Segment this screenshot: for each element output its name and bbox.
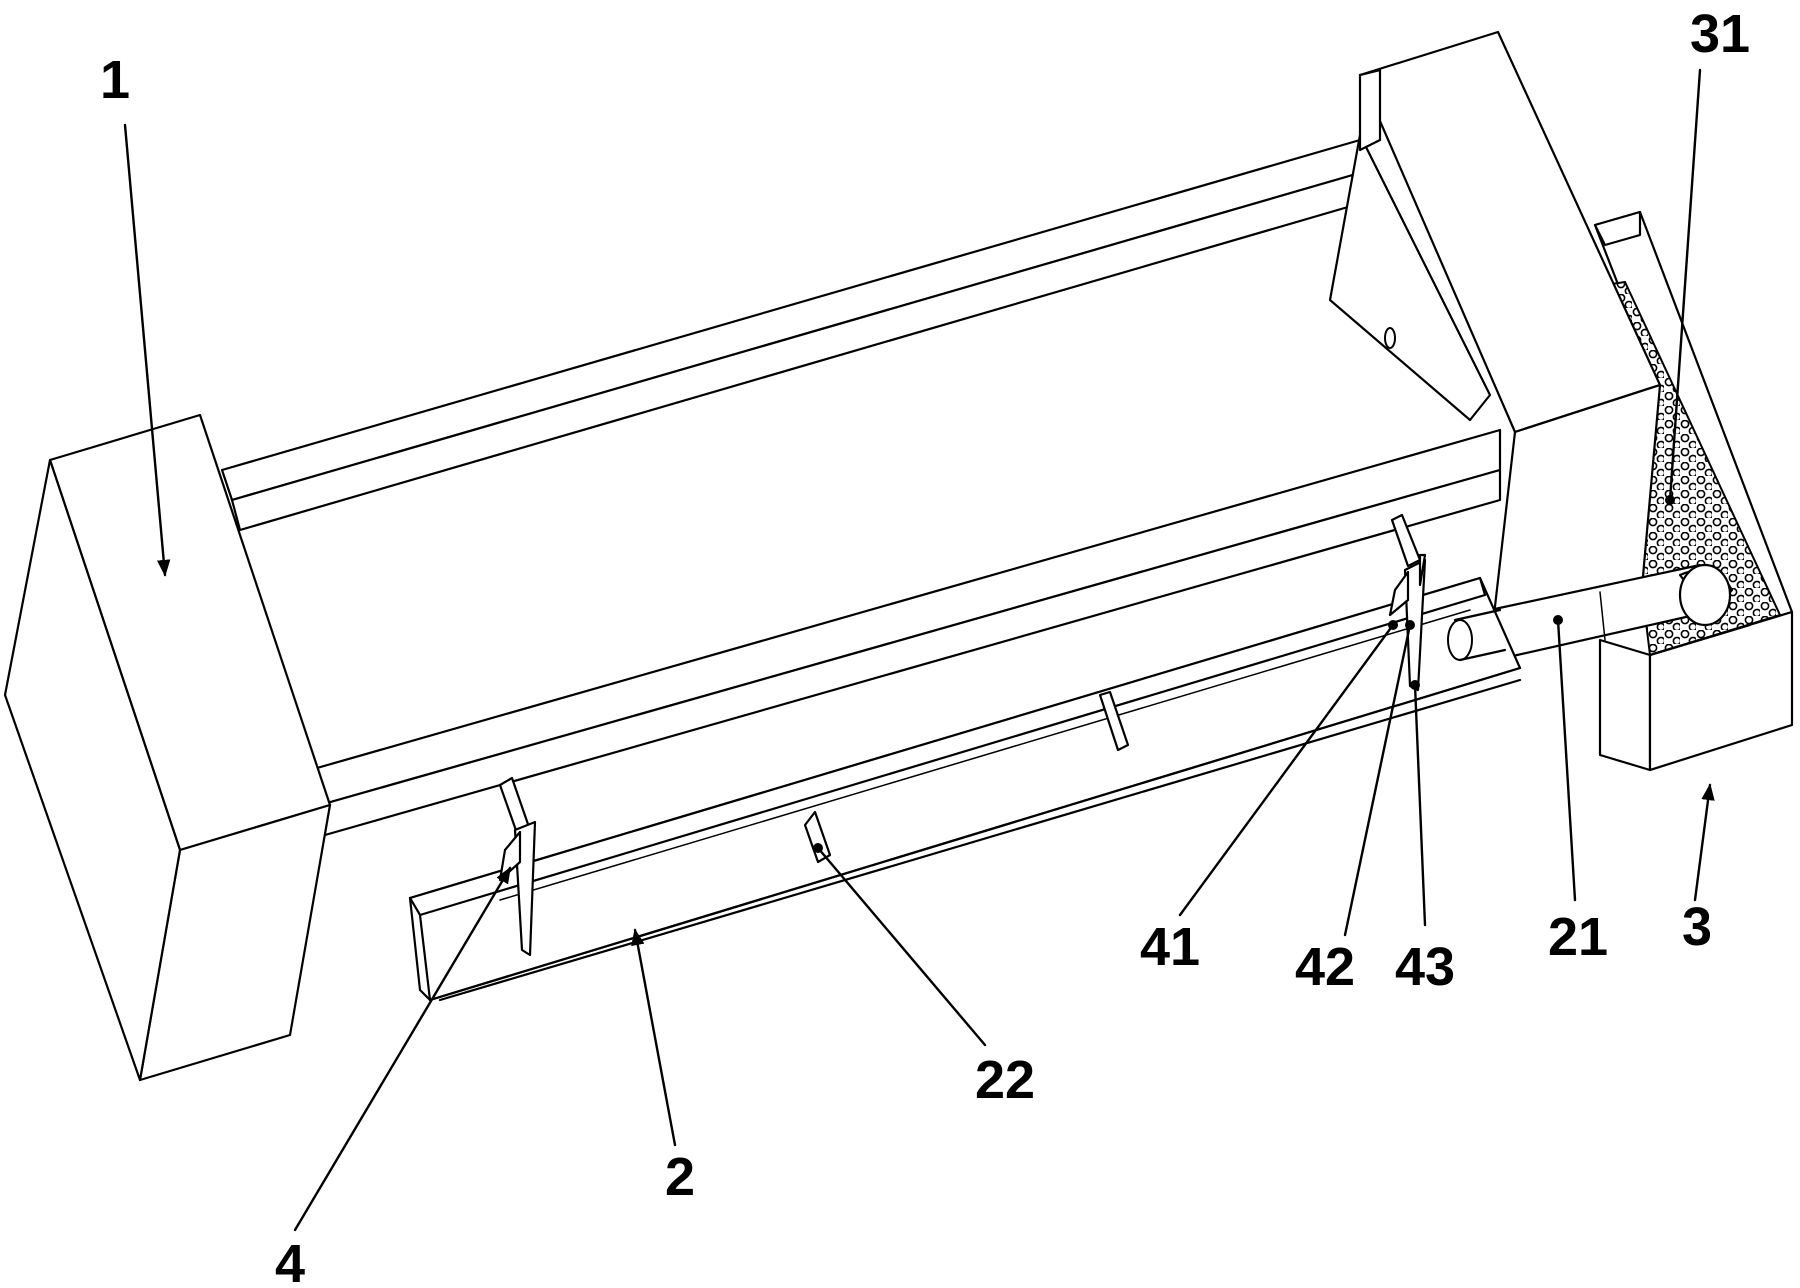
- label-31: 31: [1690, 4, 1750, 64]
- label-2: 2: [665, 1147, 695, 1207]
- leader-lines: [123, 68, 1715, 1232]
- frame-rails: [220, 138, 1502, 837]
- trough: [408, 576, 1522, 1002]
- left-support-block: [3, 413, 332, 1082]
- label-22: 22: [975, 1050, 1035, 1110]
- label-1: 1: [100, 50, 130, 110]
- label-43: 43: [1395, 937, 1455, 997]
- label-21: 21: [1548, 907, 1608, 967]
- label-42: 42: [1295, 937, 1355, 997]
- label-4: 4: [275, 1234, 305, 1288]
- right-support-block: [1328, 30, 1662, 652]
- label-41: 41: [1140, 917, 1200, 977]
- reference-labels: 1 2 3 4 21 22 31 41 42 43: [100, 4, 1750, 1288]
- label-3: 3: [1682, 897, 1712, 957]
